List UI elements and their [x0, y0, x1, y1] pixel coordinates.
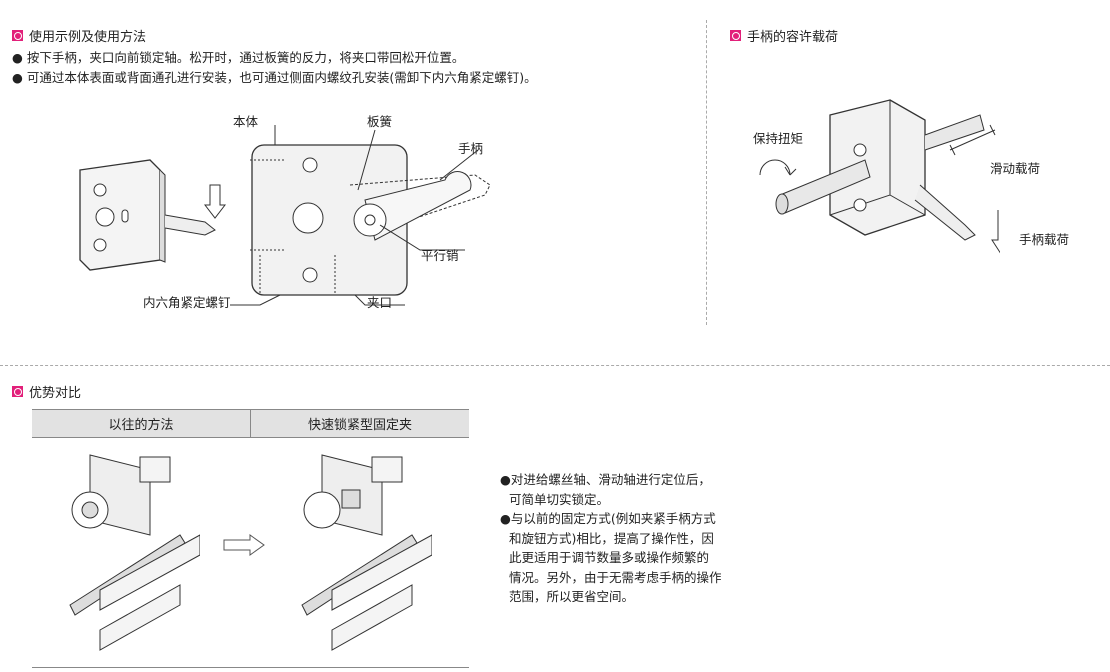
advantage-line: 此更适用于调节数量多或操作频繁的	[509, 550, 710, 565]
clamp-front-diagram	[230, 125, 491, 306]
label-screw: 内六角紧定螺钉	[143, 295, 231, 310]
section-marker-icon	[730, 30, 741, 41]
advantage-line: 范围，所以更省空间。	[509, 589, 635, 604]
advantage-line: ●与以前的固定方式(例如夹紧手柄方式	[500, 511, 716, 526]
load-section-title: 手柄的容许载荷	[730, 26, 838, 45]
compare-section-title: 优势对比	[12, 382, 81, 401]
compare-table-header: 以往的方法 快速锁紧型固定夹	[32, 409, 469, 438]
label-jaw: 夹口	[367, 295, 393, 310]
advantage-line: 和旋钮方式)相比，提高了操作性，因	[509, 530, 714, 546]
label-spring: 板簧	[367, 114, 393, 129]
usage-section-title: 使用示例及使用方法	[12, 26, 146, 45]
advantages-list: ●对进给螺丝轴、滑动轴进行定位后， 可简单切实锁定。 ●与以前的固定方式(例如夹…	[500, 470, 722, 607]
load-illustration	[759, 99, 1000, 254]
table-bottom-border	[32, 667, 469, 668]
column-header: 快速锁紧型固定夹	[250, 410, 469, 437]
column-header: 以往的方法	[108, 418, 174, 433]
label-handle-load: 手柄载荷	[1019, 232, 1070, 247]
label-body: 本体	[233, 114, 259, 129]
quick-lock-clamp-illustration	[301, 454, 432, 651]
usage-bullet: ● 按下手柄，夹口向前锁定轴。松开时，通过板簧的反力，将夹口带回松开位置。	[12, 50, 465, 65]
advantage-line: ●对进给螺丝轴、滑动轴进行定位后，	[500, 472, 711, 487]
advantage-line: 情况。另外，由于无需考虑手柄的操作	[509, 569, 722, 585]
section-divider	[0, 365, 1110, 366]
usage-bullet: ● 可通过本体表面或背面通孔进行安装，也可通过侧面内螺纹孔安装(需卸下内六角紧定…	[12, 70, 537, 85]
arrow-right-icon	[223, 534, 265, 556]
conventional-method-illustration	[69, 454, 200, 651]
label-slide: 滑动载荷	[990, 161, 1041, 176]
label-pin: 平行销	[421, 248, 459, 263]
label-handle: 手柄	[458, 141, 484, 156]
section-marker-icon	[12, 386, 23, 397]
clamp-iso-illustration	[79, 159, 227, 271]
section-marker-icon	[12, 30, 23, 41]
section-divider	[706, 20, 707, 325]
advantage-line: 可简单切实锁定。	[509, 491, 610, 507]
label-torque: 保持扭矩	[753, 131, 804, 146]
